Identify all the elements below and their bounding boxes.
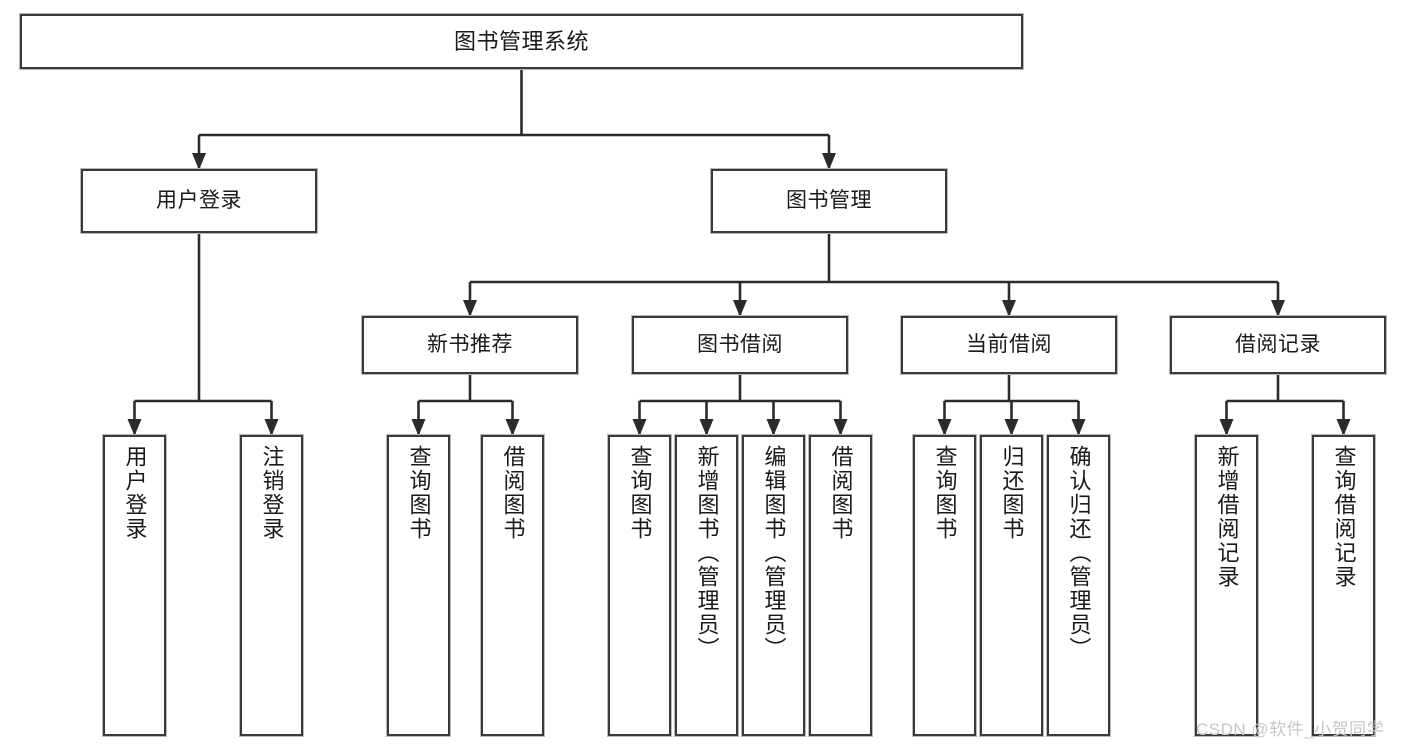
arrowhead-icon — [505, 419, 520, 436]
node-label: 查询借阅记录 — [1331, 445, 1357, 589]
node-current-borrow[interactable]: 当前借阅 — [901, 316, 1117, 374]
node-leaf-rec-query[interactable]: 查询图书 — [387, 435, 450, 736]
node-leaf-bb-add[interactable]: 新增图书（管理员） — [675, 435, 738, 736]
node-label: 新增图书（管理员） — [694, 445, 720, 661]
node-leaf-user-login[interactable]: 用户登录 — [103, 435, 166, 736]
node-leaf-br-add[interactable]: 新增借阅记录 — [1195, 435, 1258, 736]
node-book-borrow[interactable]: 图书借阅 — [632, 316, 848, 374]
node-label: 新增借阅记录 — [1214, 445, 1240, 589]
node-label: 编辑图书（管理员） — [761, 445, 787, 661]
arrowhead-icon — [699, 419, 714, 436]
node-leaf-bb-query[interactable]: 查询图书 — [608, 435, 671, 736]
node-leaf-user-logout[interactable]: 注销登录 — [240, 435, 303, 736]
node-label: 归还图书 — [999, 445, 1025, 541]
node-label: 查询图书 — [932, 445, 958, 541]
node-leaf-cb-query[interactable]: 查询图书 — [913, 435, 976, 736]
node-label: 用户登录 — [122, 445, 148, 541]
node-label: 新书推荐 — [427, 332, 513, 356]
node-label: 借阅记录 — [1235, 332, 1321, 356]
node-borrow-record[interactable]: 借阅记录 — [1170, 316, 1386, 374]
node-leaf-cb-return[interactable]: 归还图书 — [980, 435, 1043, 736]
node-leaf-cb-confirm[interactable]: 确认归还（管理员） — [1047, 435, 1110, 736]
arrowhead-icon — [192, 153, 206, 170]
arrowhead-icon — [833, 419, 848, 436]
arrowhead-icon — [1271, 300, 1285, 317]
arrowhead-icon — [766, 419, 781, 436]
arrowhead-icon — [264, 419, 279, 436]
arrowhead-icon — [632, 419, 647, 436]
arrowhead-icon — [463, 300, 477, 317]
node-label: 查询图书 — [627, 445, 653, 541]
arrowhead-icon — [127, 419, 142, 436]
arrowhead-icon — [1004, 419, 1019, 436]
node-leaf-br-query[interactable]: 查询借阅记录 — [1312, 435, 1375, 736]
node-leaf-bb-borrow[interactable]: 借阅图书 — [809, 435, 872, 736]
node-label: 注销登录 — [259, 445, 285, 541]
arrowhead-icon — [1002, 300, 1016, 317]
arrowhead-icon — [1336, 419, 1351, 436]
arrowhead-icon — [1071, 419, 1086, 436]
node-label: 确认归还（管理员） — [1066, 445, 1092, 661]
node-label: 查询图书 — [406, 445, 432, 541]
node-label: 图书管理系统 — [453, 28, 589, 54]
node-label: 借阅图书 — [828, 445, 854, 541]
node-label: 图书借阅 — [697, 332, 783, 356]
node-book-manage[interactable]: 图书管理 — [711, 169, 947, 233]
arrowhead-icon — [411, 419, 426, 436]
arrowhead-icon — [1219, 419, 1234, 436]
node-label: 借阅图书 — [500, 445, 526, 541]
node-leaf-rec-borrow[interactable]: 借阅图书 — [481, 435, 544, 736]
node-label: 用户登录 — [156, 188, 242, 212]
arrowhead-icon — [937, 419, 952, 436]
arrowhead-icon — [733, 300, 747, 317]
node-user-login[interactable]: 用户登录 — [81, 169, 317, 233]
node-label: 图书管理 — [786, 188, 872, 212]
node-leaf-bb-edit[interactable]: 编辑图书（管理员） — [742, 435, 805, 736]
node-root[interactable]: 图书管理系统 — [20, 14, 1023, 69]
node-new-book-rec[interactable]: 新书推荐 — [362, 316, 578, 374]
node-label: 当前借阅 — [966, 332, 1052, 356]
arrowhead-icon — [822, 153, 836, 170]
